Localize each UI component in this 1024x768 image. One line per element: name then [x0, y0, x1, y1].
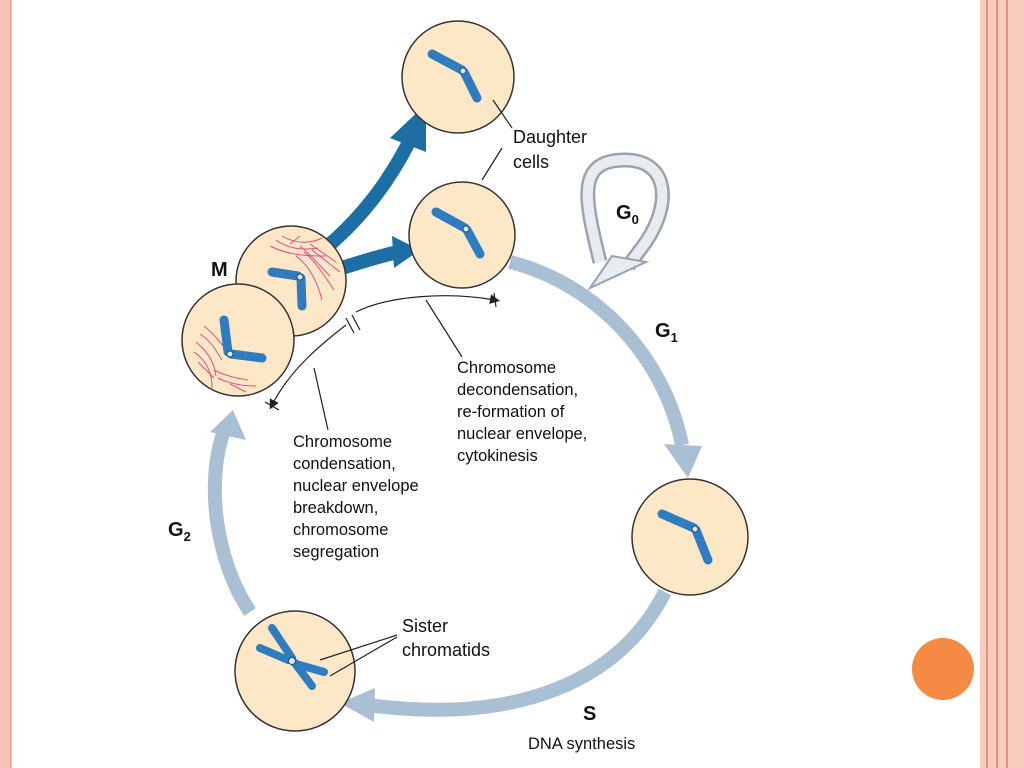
daughter-cells-label-1: Daughter	[513, 127, 587, 147]
g0-label: G0	[616, 202, 639, 227]
phase-brackets	[264, 292, 500, 411]
mitotic-cell	[181, 225, 347, 397]
g1-arc	[508, 255, 689, 447]
g1-arrowhead	[664, 444, 702, 478]
svg-text:decondensation,: decondensation,	[457, 381, 578, 399]
slide-frame-stripe	[1006, 0, 1008, 768]
svg-text:segregation: segregation	[293, 543, 379, 561]
s-phase-label: S	[583, 703, 596, 725]
svg-text:Chromosome: Chromosome	[457, 359, 556, 377]
svg-text:Chromosome: Chromosome	[293, 433, 392, 451]
svg-text:condensation,: condensation,	[293, 455, 396, 473]
g0-loop-arrow	[580, 152, 670, 291]
slide-bullet-dot	[912, 638, 974, 700]
g1-label: G1	[655, 320, 678, 345]
svg-text:chromosome: chromosome	[293, 521, 388, 539]
g2-arrowhead	[210, 410, 246, 440]
sister-chromatids-label-2: chromatids	[402, 640, 490, 660]
decondensation-description: Chromosome decondensation, re-formation …	[457, 359, 587, 465]
svg-text:nuclear envelope,: nuclear envelope,	[457, 425, 587, 443]
daughter-cells-label-2: cells	[513, 152, 549, 172]
g2-arc	[207, 425, 256, 616]
m-phase-label: M	[211, 259, 228, 281]
s-phase-cell	[631, 478, 749, 596]
callout-lines	[313, 99, 513, 677]
slide-frame-left-line	[10, 0, 11, 768]
g2-label: G2	[168, 519, 191, 544]
s-phase-description: DNA synthesis	[528, 735, 635, 753]
condensation-description: Chromosome condensation, nuclear envelop…	[293, 433, 419, 561]
daughter-cell-top	[401, 20, 515, 134]
daughter-cell-g1	[408, 181, 516, 289]
svg-text:re-formation of: re-formation of	[457, 403, 565, 421]
slide-frame-left	[0, 0, 12, 768]
slide-frame-stripe	[986, 0, 988, 768]
s-arrowhead	[340, 688, 375, 722]
svg-text:cytokinesis: cytokinesis	[457, 447, 538, 465]
s-arc	[367, 588, 672, 717]
sister-chromatids-label-1: Sister	[402, 616, 448, 636]
spindle-fibers	[193, 235, 341, 393]
slide-frame-stripe	[996, 0, 998, 768]
g2-cell-sister-chromatids	[234, 610, 356, 732]
cycle-arrows	[207, 255, 689, 717]
svg-text:nuclear envelope: nuclear envelope	[293, 477, 419, 495]
svg-text:breakdown,: breakdown,	[293, 499, 378, 517]
